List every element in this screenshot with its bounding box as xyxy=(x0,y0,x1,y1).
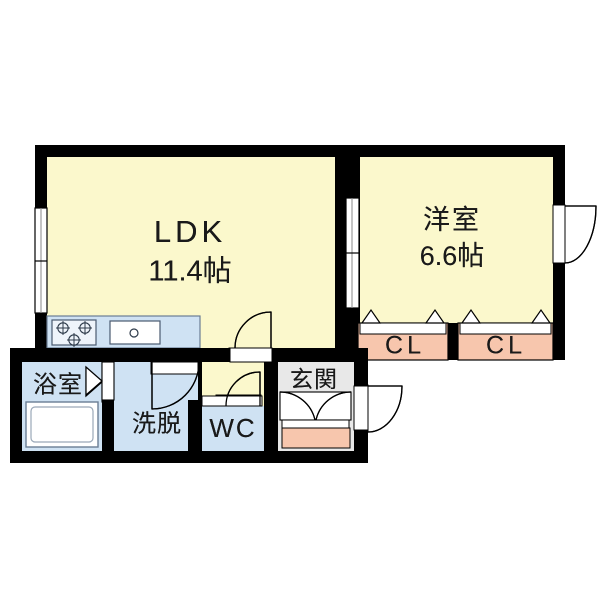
door-yoshitsu-east-opening xyxy=(553,205,565,263)
bath-label-top: 浴室 xyxy=(33,371,83,398)
closet2-fold-marker-a xyxy=(460,308,482,324)
door-entrance-cut[interactable] xyxy=(353,385,369,431)
sink-drain-icon xyxy=(129,328,139,338)
door-hall-sendatsu-cut[interactable] xyxy=(150,361,199,375)
closet2-label: CL xyxy=(486,332,526,360)
closet1-door-track xyxy=(359,322,447,335)
closet1-fold-marker-b xyxy=(424,308,446,324)
yoshitsu-label: 洋室 xyxy=(423,205,481,235)
wall-hall-genkan xyxy=(264,362,278,451)
door-yoshitsu-east-frame xyxy=(552,204,566,264)
yoshitsu-area-label-top: 6.6帖 xyxy=(420,241,485,271)
yoshitsu-label-top: 洋室 xyxy=(423,205,481,235)
yoshitsu-area-label: 6.6帖 xyxy=(420,241,485,271)
genkan-label: 玄関 xyxy=(290,366,338,392)
closet2-fold-marker-b xyxy=(530,308,552,324)
door-hall-wc-cut[interactable] xyxy=(201,395,263,407)
door-bath-cut[interactable] xyxy=(101,361,115,401)
wall-genkan-east-lower xyxy=(354,430,368,463)
bathtub-inner-icon xyxy=(30,406,94,443)
stove-burner-marks xyxy=(56,321,92,347)
arc-ldk-hall xyxy=(234,311,272,349)
wall-sendatsu-hall xyxy=(198,362,202,406)
closet2-label-top: CL xyxy=(486,332,526,360)
ldk-label: LDK xyxy=(154,214,226,249)
closet-group: CL CL xyxy=(357,308,554,361)
bath-label: 浴室 xyxy=(33,371,83,398)
kitchen-counter xyxy=(46,315,201,349)
arc-yoshitsu-east xyxy=(564,205,597,264)
closet1-label-top: CL xyxy=(385,332,425,360)
window-ldk-west[interactable] xyxy=(34,207,48,314)
arc-shoe-right xyxy=(315,391,352,421)
wall-bath-sendatsu xyxy=(102,398,114,451)
room-wc: WC xyxy=(200,406,266,451)
room-bath: 浴室 xyxy=(22,362,102,451)
sendatsu-floor xyxy=(114,362,200,451)
yoshitsu-floor xyxy=(360,157,553,323)
lower-partitions xyxy=(10,348,368,463)
door-ldk-hall-cut[interactable] xyxy=(229,347,273,363)
ldk-area-label: 11.4帖 xyxy=(148,255,231,288)
arc-entrance xyxy=(367,385,403,433)
closet2-door-track xyxy=(459,322,552,335)
wall-sendatsu-wc xyxy=(188,400,202,451)
arc-hall-sendatsu xyxy=(151,361,200,410)
ldk-label-top: LDK xyxy=(154,214,226,249)
door-arcs-overlay xyxy=(151,205,597,433)
room-yoshitsu: 洋室 6.6帖 xyxy=(360,157,553,323)
genkan-tataki xyxy=(281,427,351,449)
labels-overlay: LDK 11.4帖 洋室 6.6帖 CL CL 浴室 洗脱 WC 玄関 xyxy=(33,205,526,443)
wc-label-top: WC xyxy=(209,413,256,443)
partition-openings xyxy=(85,347,369,431)
closet1-label: CL xyxy=(385,332,425,360)
wc-label: WC xyxy=(209,413,256,443)
sendatsu-label-top: 洗脱 xyxy=(132,410,182,437)
wall-lower-top-left xyxy=(10,348,230,362)
sendatsu-label: 洗脱 xyxy=(132,410,182,437)
sink-icon xyxy=(109,320,161,345)
room-sendatsu: 洗脱 xyxy=(114,362,200,451)
wall-lower-top-right xyxy=(272,348,368,362)
door-ldk-yoshitsu[interactable] xyxy=(345,197,360,309)
ldk-area-label-top: 11.4帖 xyxy=(148,255,231,288)
arc-shoe-left xyxy=(279,391,316,421)
wc-floor xyxy=(200,406,266,451)
door-bath-fold-marker-2 xyxy=(85,365,103,397)
shoe-cabinet-icon[interactable] xyxy=(279,391,352,421)
genkan-label-top: 玄関 xyxy=(290,366,338,392)
arc-hall-wc xyxy=(225,371,261,407)
room-genkan: 玄関 xyxy=(276,362,356,451)
closet1-fold-marker-a xyxy=(360,308,382,324)
genkan-step xyxy=(281,419,350,429)
